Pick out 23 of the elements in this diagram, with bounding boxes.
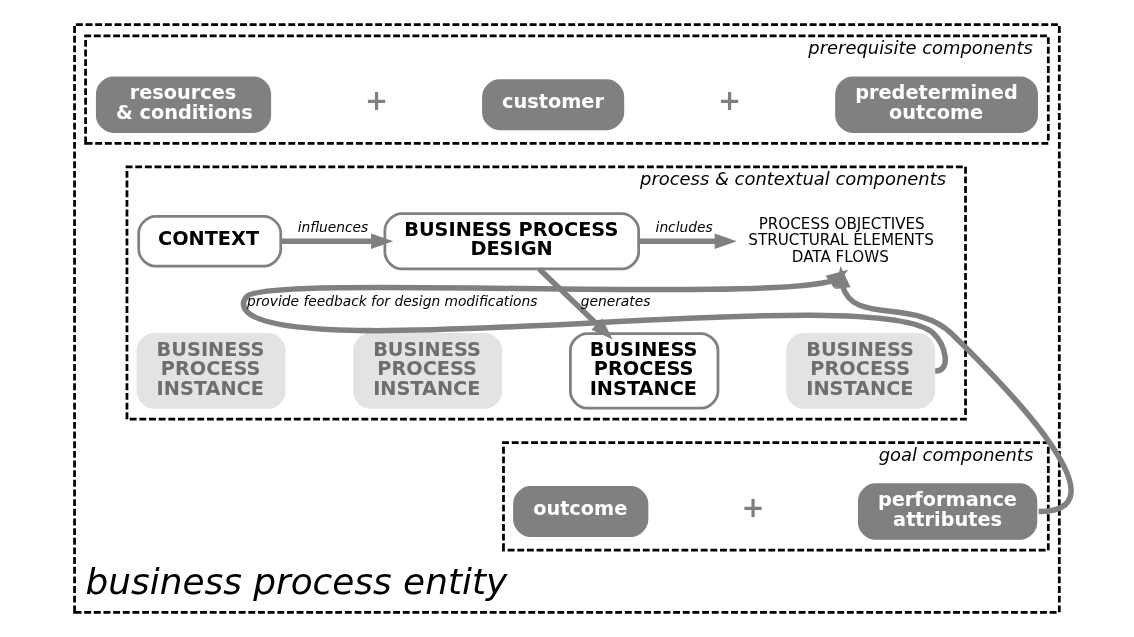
node-text: PROCESS OBJECTIVES STRUCTURAL ELEMENTS DATA FLOWS xyxy=(747,214,934,266)
node-box: BUSINESS PROCESS DESIGN xyxy=(383,212,640,271)
node-box: CONTEXT xyxy=(136,215,282,268)
node-box: BUSINESS PROCESS INSTANCE xyxy=(568,332,719,410)
node-box: outcome xyxy=(512,486,648,538)
node-box: performance attributes xyxy=(857,483,1037,540)
edge-label: generates xyxy=(580,293,650,310)
label: + xyxy=(717,84,741,118)
node-box: BUSINESS PROCESS INSTANCE xyxy=(136,333,286,409)
node-box: BUSINESS PROCESS INSTANCE xyxy=(352,333,502,409)
node-box: customer xyxy=(481,79,624,131)
arrow xyxy=(536,266,613,340)
node-box: resources & conditions xyxy=(95,76,271,133)
edge-label: influences xyxy=(297,218,368,235)
node-box: BUSINESS PROCESS INSTANCE xyxy=(785,333,935,409)
node-box: predetermined outcome xyxy=(834,76,1038,133)
label: + xyxy=(364,84,388,118)
edge-label: provide feedback for design modifications xyxy=(246,293,537,310)
arrow xyxy=(280,233,393,250)
label: + xyxy=(740,491,765,525)
edge-label: includes xyxy=(655,218,713,235)
arrow xyxy=(834,266,1074,515)
arrow xyxy=(638,233,737,250)
